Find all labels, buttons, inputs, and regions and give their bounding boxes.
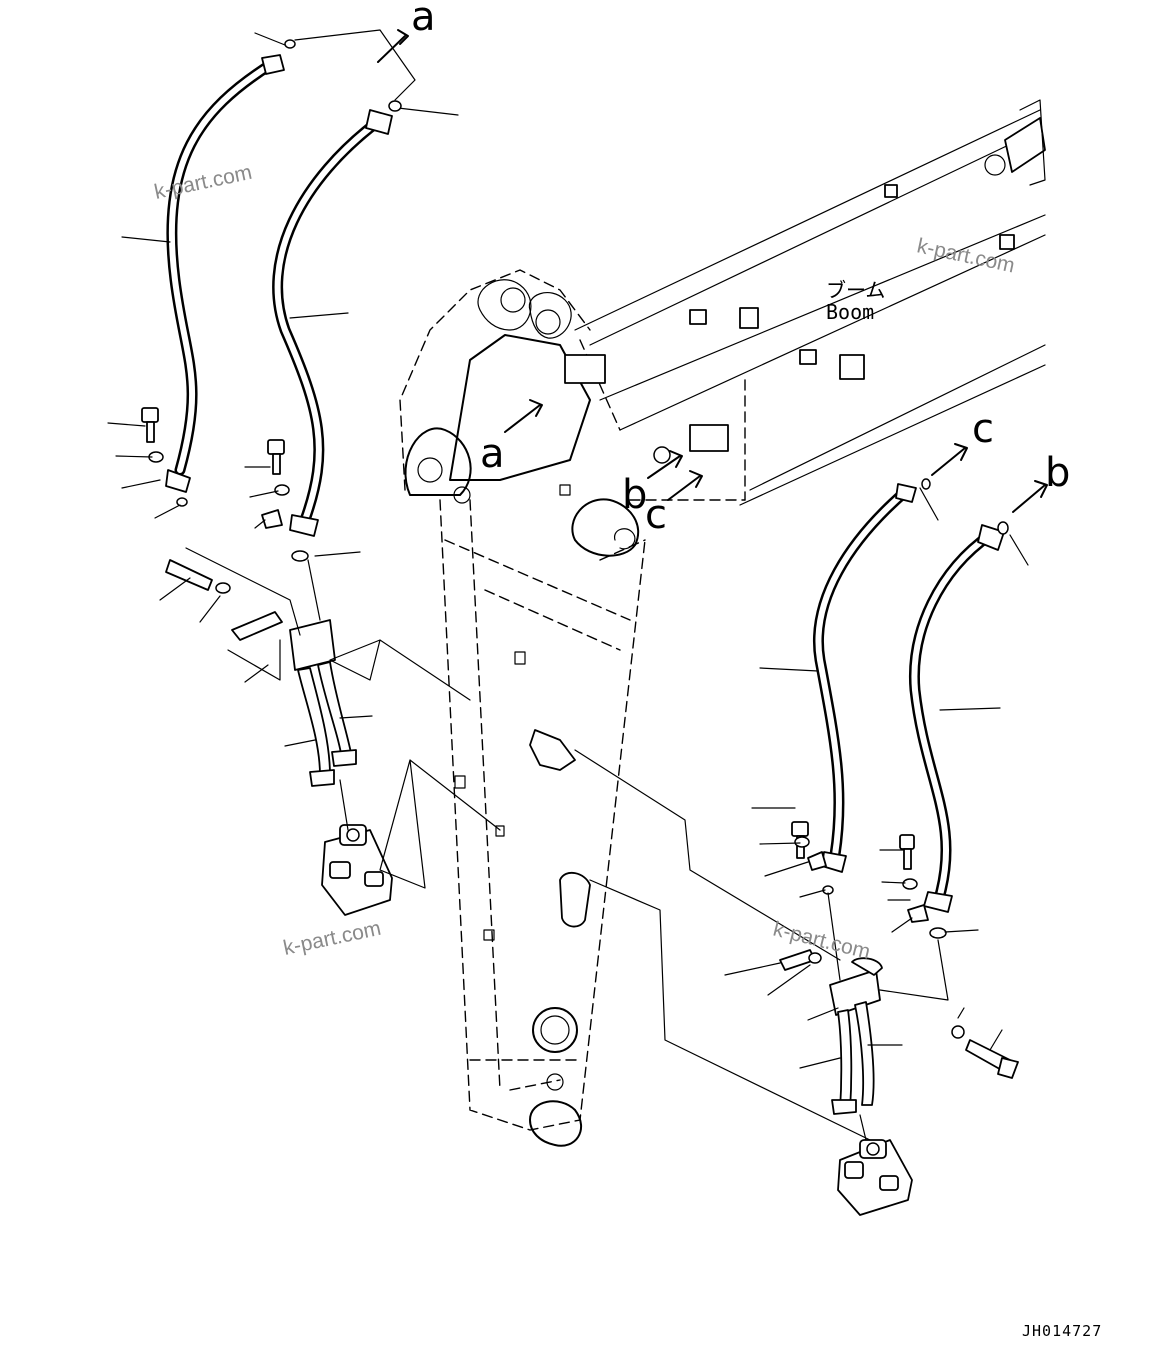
left-hose-2	[272, 109, 393, 537]
boom-label-japanese: ブーム	[826, 278, 885, 302]
right-hose-2	[908, 524, 1005, 913]
o-rings	[284, 39, 1009, 535]
left-fasteners	[141, 407, 393, 916]
watermark-bottom-left: k-part.com	[281, 917, 383, 960]
drawing-code: JH014727	[1022, 1322, 1102, 1340]
callout-b-boom: b	[622, 472, 647, 518]
boom-label-english: Boom	[826, 300, 874, 324]
watermark-bottom-right: k-part.com	[771, 918, 873, 964]
callout-a-boom: a	[480, 431, 505, 477]
arm-assembly	[564, 99, 1046, 557]
left-hose-1	[165, 54, 285, 493]
leader-lines	[107, 29, 1048, 1141]
callout-c-right: c	[972, 406, 994, 452]
watermark-top-left: k-part.com	[152, 161, 254, 204]
boom-body	[399, 269, 646, 1147]
callout-a-top: a	[411, 0, 436, 40]
right-fasteners	[779, 821, 1019, 1216]
right-hose-1	[813, 483, 917, 873]
callout-b-right: b	[1045, 450, 1070, 496]
callout-c-boom: c	[645, 492, 667, 538]
